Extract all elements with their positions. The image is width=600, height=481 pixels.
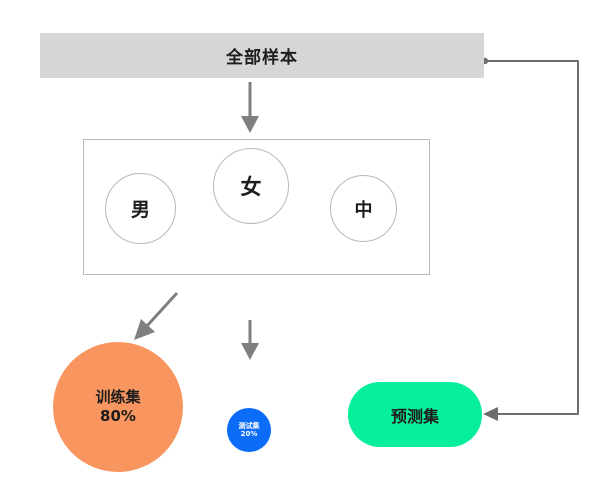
train-set-node[interactable]: 训练集 80% <box>53 342 183 472</box>
edge-group-to-test <box>241 320 259 360</box>
test-set-label: 测试集 <box>238 421 260 430</box>
gender-circle-female[interactable]: 女 <box>213 148 289 224</box>
predict-set-node[interactable]: 预测集 <box>348 382 482 447</box>
test-set-node[interactable]: 测试集 20% <box>227 408 271 452</box>
gender-circle-neutral-label: 中 <box>354 199 373 221</box>
edge-all-samples-to-predict <box>481 57 579 421</box>
edge-all-samples-to-group <box>241 82 259 133</box>
gender-circle-neutral[interactable]: 中 <box>330 175 397 242</box>
edge-group-to-train <box>134 291 179 340</box>
all-samples-label: 全部样本 <box>226 48 298 68</box>
predict-set-label: 预测集 <box>390 406 439 426</box>
train-set-percent: 80% <box>100 407 136 425</box>
train-set-label: 训练集 <box>95 388 141 407</box>
gender-circle-male-label: 男 <box>130 199 150 221</box>
gender-circle-male[interactable]: 男 <box>105 173 176 244</box>
gender-circle-female-label: 女 <box>240 175 262 199</box>
all-samples-node[interactable]: 全部样本 <box>40 33 484 78</box>
test-set-percent: 20% <box>240 430 258 438</box>
